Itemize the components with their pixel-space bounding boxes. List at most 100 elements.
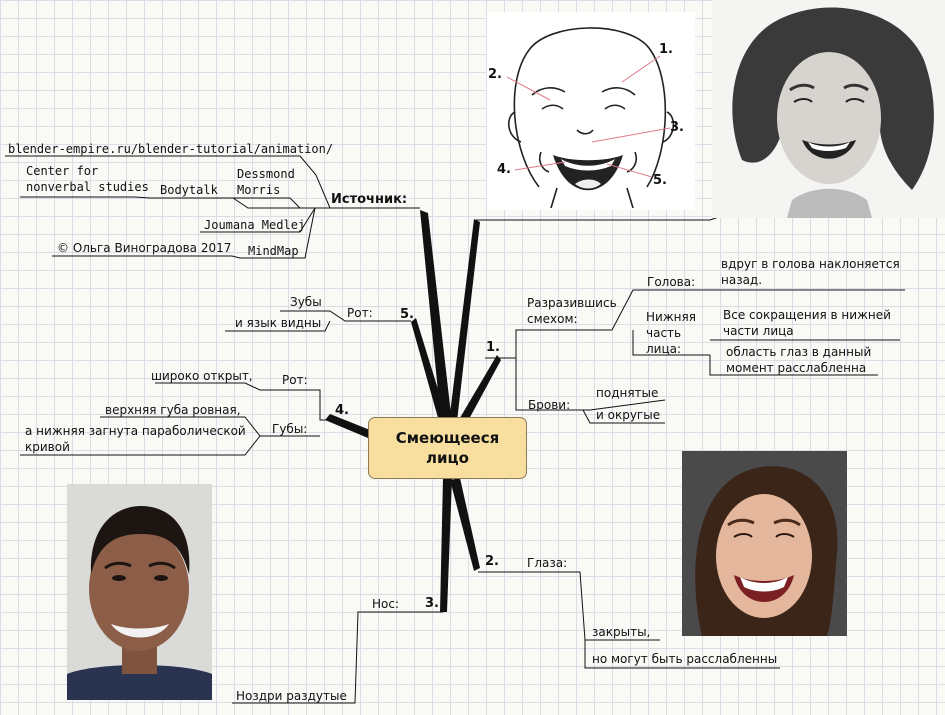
line-b4-lips2	[20, 435, 261, 456]
branch-4-mouth-label: Рот:	[282, 373, 308, 387]
woman-teeth	[740, 577, 788, 592]
neck-left	[550, 187, 558, 209]
man-face	[89, 527, 189, 651]
branch-4-lips-1: верхняя губа ровная,	[105, 403, 241, 417]
branch-wedge-3	[440, 478, 452, 612]
branch-1-brows-label: Брови:	[528, 398, 571, 412]
branch-5-number: 5.	[400, 307, 414, 322]
line-b1-brows2	[582, 409, 665, 424]
sketch-eye-right	[845, 98, 865, 103]
brow-left	[531, 87, 566, 96]
branch-wedge-2	[450, 478, 480, 571]
branch-1-number: 1.	[486, 340, 500, 355]
branch-wedge-4	[325, 414, 370, 438]
line-b1-head	[611, 289, 905, 331]
branch-4-lips-2: а нижняя загнута параболической кривой	[25, 424, 246, 454]
branch-1-brows-1: поднятые	[596, 386, 659, 400]
branch-3-number: 3.	[425, 596, 439, 611]
cheek-right	[626, 151, 638, 173]
pointer-4	[514, 161, 566, 171]
diagram-num-3: 3.	[670, 120, 684, 135]
branch-1-lower-text1: Все сокращения в нижней части лица	[723, 308, 891, 338]
woman-eye-left	[733, 533, 753, 538]
sketch-hair	[732, 7, 934, 191]
man-shirt	[67, 665, 212, 700]
sketch-collar	[787, 188, 872, 218]
teeth	[561, 159, 615, 171]
line-b2-text2	[584, 640, 780, 669]
man-eye-left	[112, 575, 126, 581]
line-b1-brows	[515, 358, 666, 411]
line-b4-lips1	[100, 416, 320, 437]
branch-4-mouth-text: широко открыт,	[151, 369, 253, 383]
branch-1-label: Разразившись смехом:	[527, 296, 617, 326]
branch-wedge-1	[454, 355, 501, 432]
line-center-for	[20, 196, 151, 199]
tongue	[575, 179, 601, 189]
center-node[interactable]: Смеющееся лицо	[368, 417, 527, 479]
pointer-2	[506, 76, 551, 101]
ear-right	[662, 111, 675, 143]
man-brow-left	[104, 561, 132, 570]
line-b5-tongue	[225, 320, 331, 332]
line-b1	[485, 329, 612, 359]
man-brow-right	[148, 561, 176, 570]
branch-1-lower-label: Нижняя часть лица:	[646, 310, 696, 356]
line-b2	[478, 571, 660, 641]
branch-1-head-label: Голова:	[647, 275, 696, 289]
man-mouth	[111, 624, 169, 638]
sketch-teeth	[808, 142, 850, 151]
brow-right	[601, 87, 636, 96]
sketch-face	[777, 52, 881, 184]
source-joumana: Joumana Medlej	[204, 218, 306, 232]
source-url[interactable]: blender-empire.ru/blender-tutorial/anima…	[8, 142, 334, 156]
source-copyright: © Ольга Виноградова 2017	[57, 241, 232, 255]
sketch-brow-left	[789, 83, 815, 92]
sketch-laughing-woman	[712, 0, 945, 218]
branch-2-text1: закрыты,	[592, 625, 651, 639]
diagram-num-5: 5.	[653, 173, 667, 188]
pointer-3	[591, 127, 671, 143]
sketch-brow-right	[843, 83, 869, 92]
branch-4-lips-label: Губы:	[272, 422, 308, 436]
head-outline	[513, 27, 667, 188]
eye-right	[604, 104, 626, 110]
nose	[576, 129, 594, 135]
branch-3-label: Нос:	[372, 597, 400, 611]
pointer-5	[606, 163, 653, 178]
eye-left	[541, 104, 564, 110]
line-copyright	[52, 207, 316, 259]
line-b3	[232, 611, 443, 704]
line-url	[5, 155, 331, 209]
diagram-num-1: 1.	[659, 42, 673, 57]
branch-1-brows-2: и округые	[596, 408, 661, 422]
diagram-num-4: 4.	[497, 162, 511, 177]
branch-3-text: Ноздри раздутые	[236, 689, 347, 703]
ear-left	[508, 111, 522, 143]
line-photo	[476, 212, 731, 221]
line-b4-mouth	[155, 382, 328, 421]
branch-5-label: Рот:	[347, 306, 373, 320]
sketch-eye-left	[793, 98, 813, 103]
man-eye-right	[154, 575, 168, 581]
line-b5-teeth	[280, 310, 411, 322]
source-bodytalk: Bodytalk	[160, 183, 218, 197]
man-hair	[90, 506, 190, 574]
diagram-num-2: 2.	[488, 67, 502, 82]
line-joumana	[200, 207, 316, 233]
laughing-face-drawing: 1. 2. 3. 4. 5.	[487, 12, 695, 210]
center-node-label: Смеющееся лицо	[395, 429, 500, 467]
branch-2-text2: но могут быть расслабленны	[592, 652, 778, 666]
cheek-left	[538, 151, 550, 173]
line-b1-lower2	[709, 355, 878, 376]
source-center-for: Center for nonverbal studies	[26, 164, 149, 194]
sources-header: Источник:	[331, 192, 408, 207]
pointer-1	[621, 55, 661, 83]
branch-wedge-photo	[448, 219, 480, 430]
photo-smiling-man	[67, 484, 212, 700]
woman-eye-right	[775, 533, 795, 538]
branch-5-text1: Зубы	[290, 295, 322, 309]
line-dessmond	[233, 197, 301, 209]
branch-wedge-5	[411, 318, 450, 432]
